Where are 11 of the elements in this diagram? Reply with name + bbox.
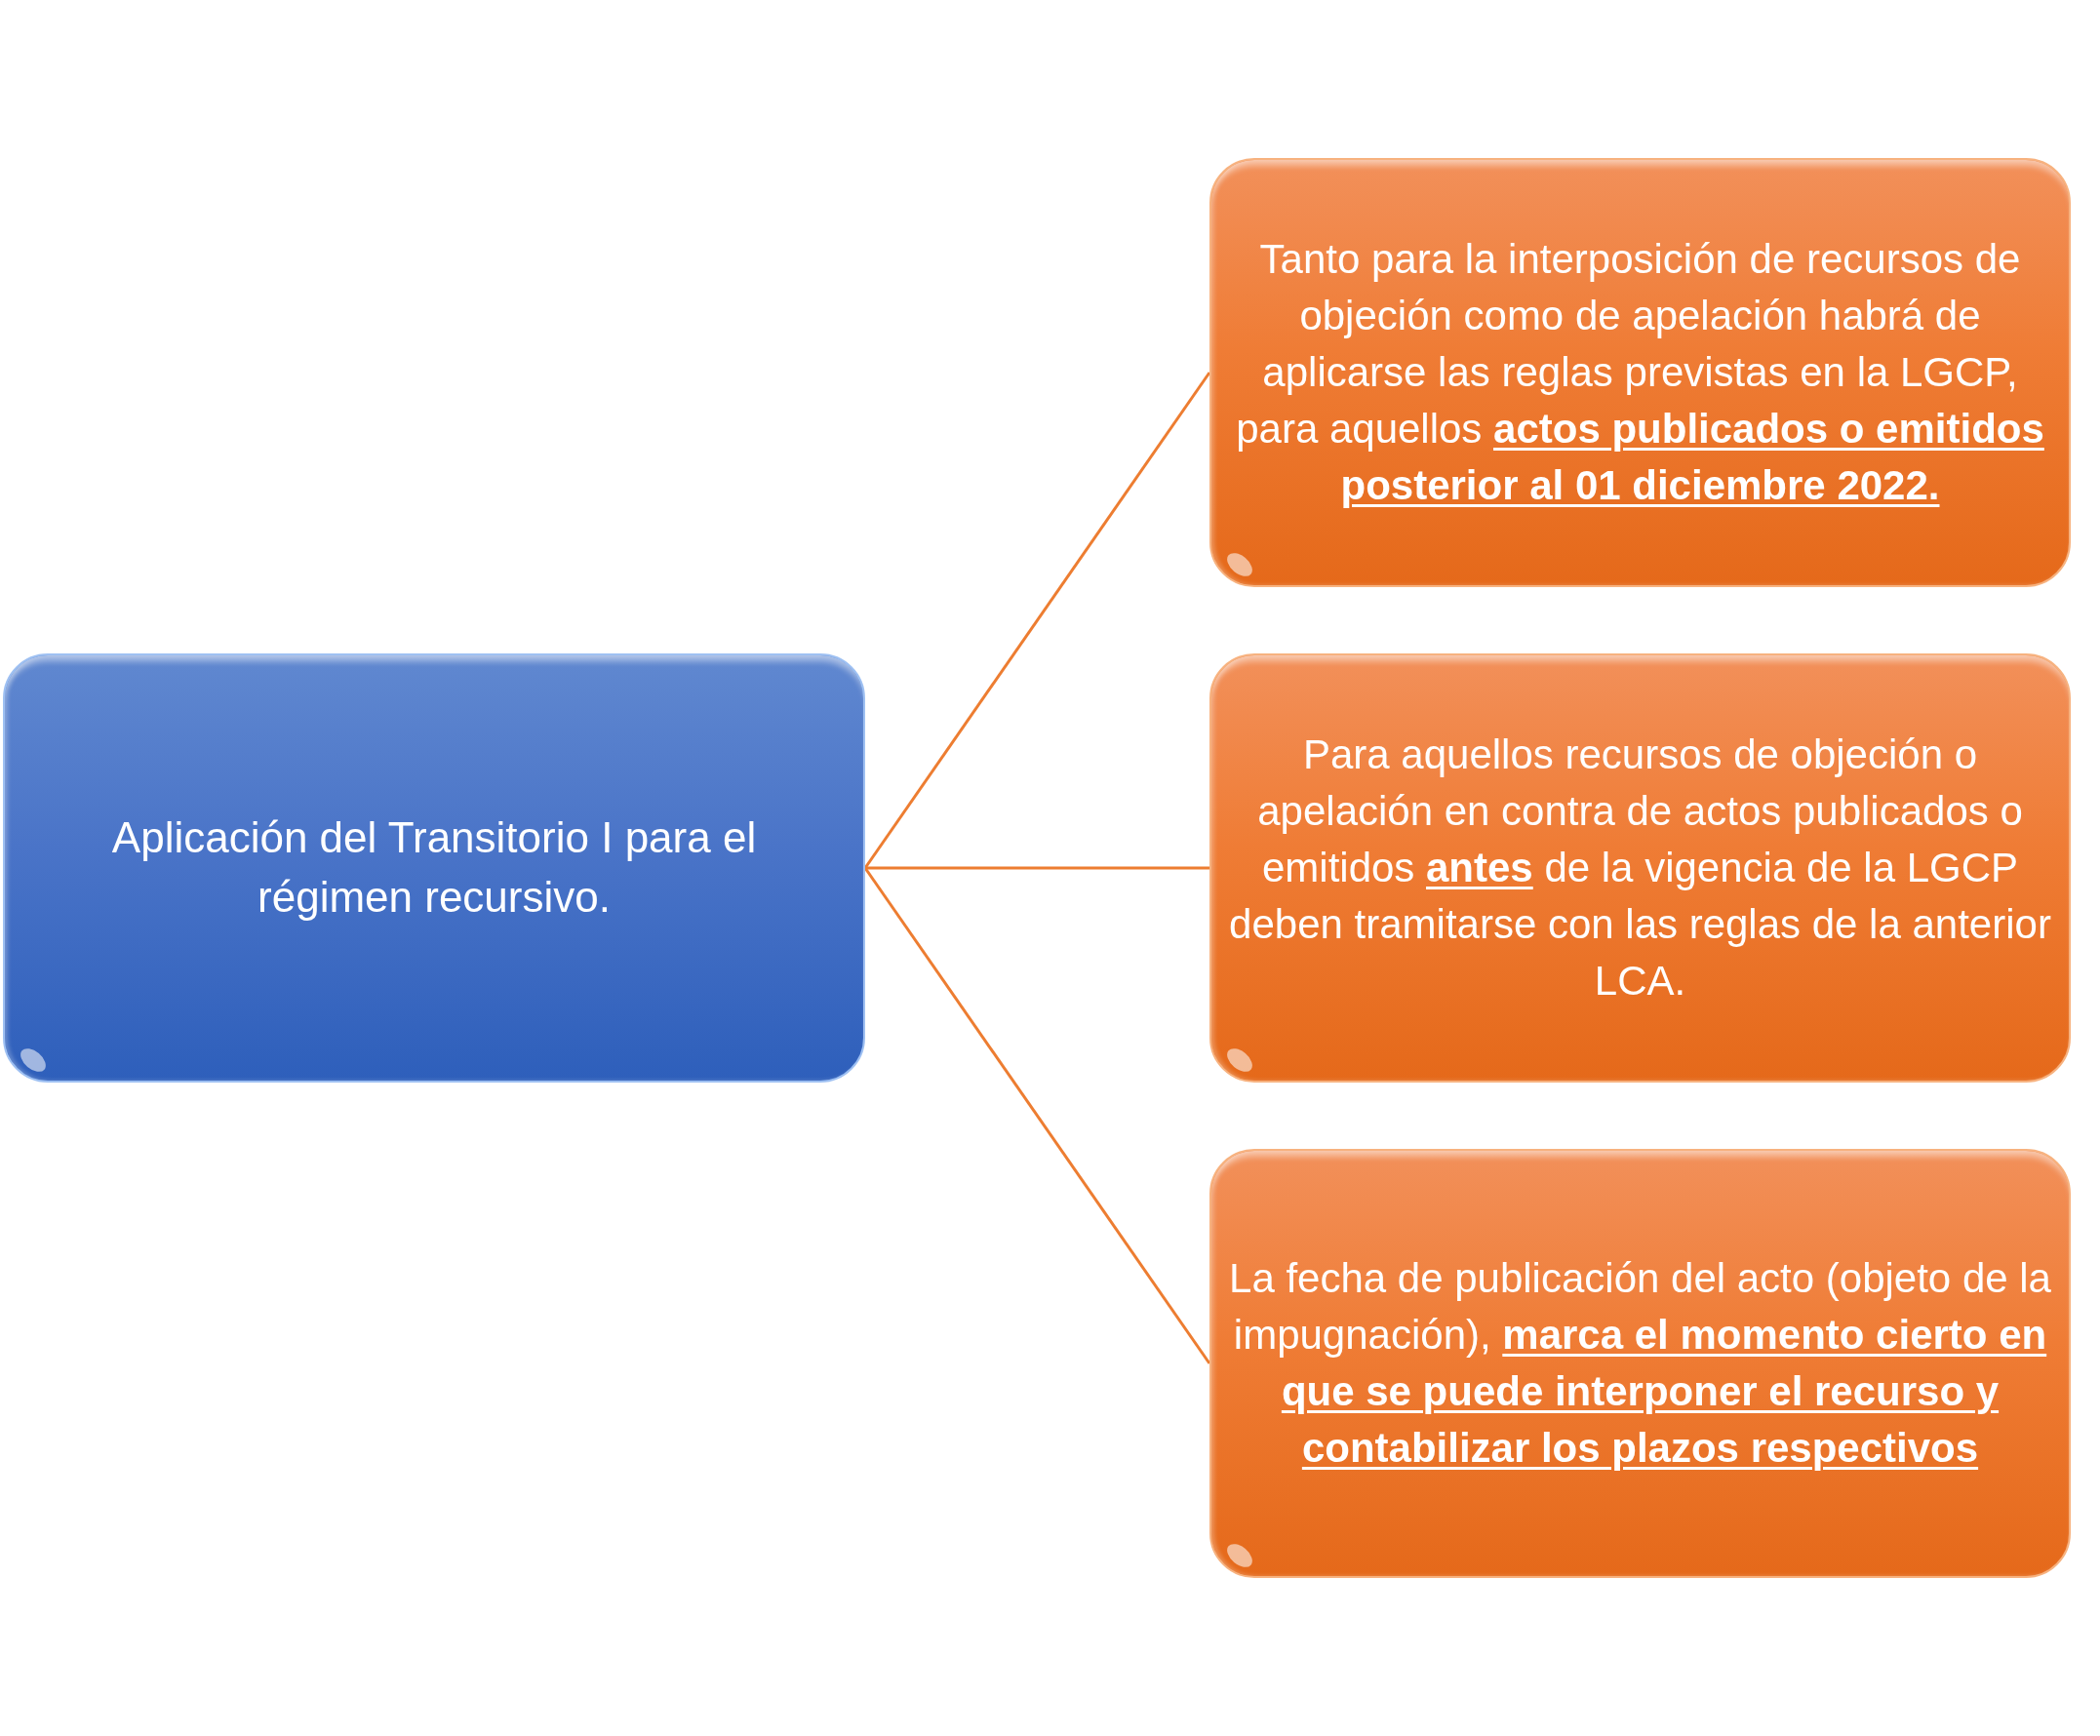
connector-line bbox=[865, 866, 1209, 870]
node-text: Para aquellos recursos de objeción o apelación en contra de actos publicados o emitidos antes de la vigencia de la LGCP deben tramitarse con las reglas de la anterior LCA. bbox=[1228, 730, 2052, 1006]
connector-line bbox=[863, 867, 1211, 1364]
topic-box bbox=[3, 653, 865, 1083]
connector-line bbox=[863, 372, 1211, 869]
node-text: Tanto para la interposición de recursos de objeción como de apelación habrá de aplicarse las reglas previstas en la LGCP, para aquellos actos publicados o emitidos posterior al 01 diciembre 2022. bbox=[1235, 235, 2045, 510]
detail-box bbox=[1209, 158, 2071, 587]
node-text: Aplicación del Transitorio I para el régimen recursivo. bbox=[110, 812, 758, 923]
detail-box bbox=[1209, 653, 2071, 1083]
detail-box bbox=[1209, 1149, 2071, 1578]
node-text: La fecha de publicación del acto (objeto de la impugnación), marca el momento cierto en que se puede interponer el recurso y contabilizar los plazos respectivos bbox=[1228, 1254, 2052, 1473]
